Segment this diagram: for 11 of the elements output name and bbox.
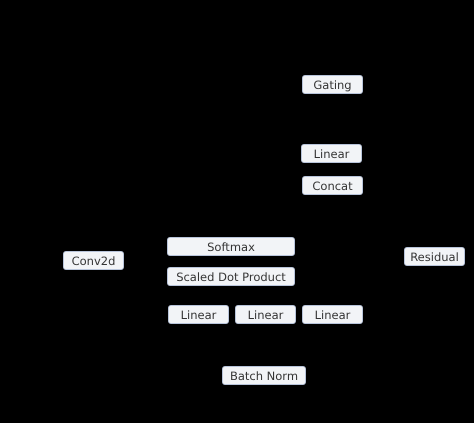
process-box: Linear: [301, 144, 362, 163]
process-box: Concat: [302, 176, 363, 195]
process-box: Scaled Dot Product: [167, 267, 295, 286]
process-box: Batch Norm: [222, 366, 306, 385]
process-box: Linear: [168, 305, 229, 324]
process-box: Gating: [302, 75, 363, 94]
process-box: Softmax: [167, 237, 295, 256]
process-box: Linear: [235, 305, 296, 324]
process-box: Linear: [302, 305, 363, 324]
process-box: Conv2d: [63, 251, 124, 270]
process-box: Residual: [404, 247, 465, 266]
